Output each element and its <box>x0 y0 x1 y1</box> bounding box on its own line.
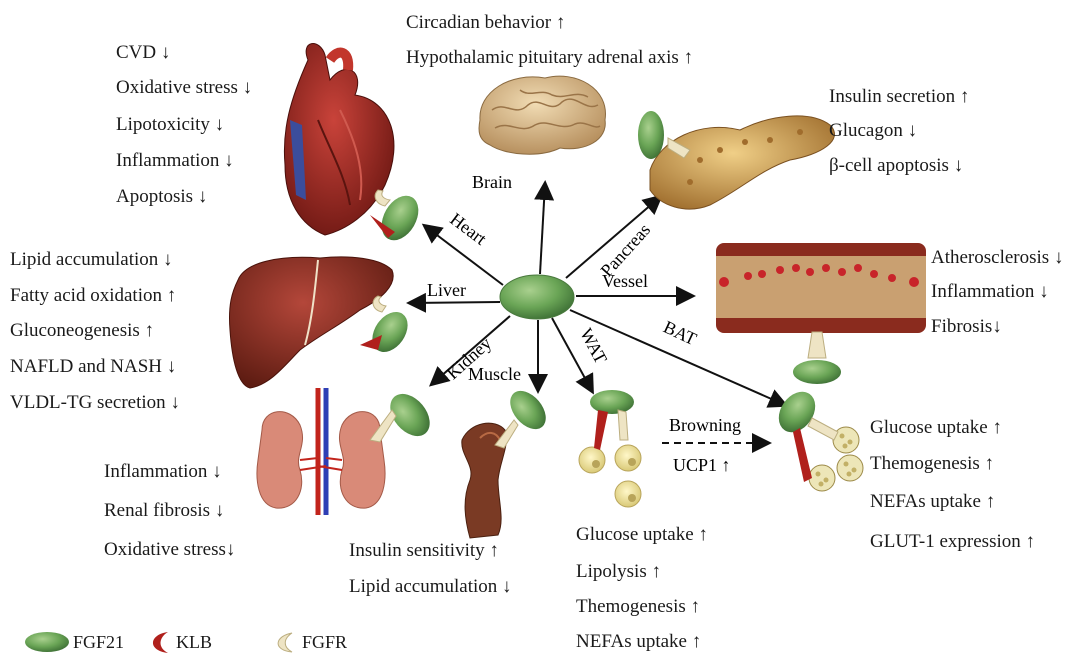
kidney-illustration <box>257 388 385 515</box>
wat-effect-3: Themogenesis ↑ <box>576 596 700 618</box>
arrow-liver <box>410 302 500 303</box>
label-wat: WAT <box>576 325 611 367</box>
label-liver: Liver <box>427 280 466 300</box>
legend-fgf21-icon <box>25 632 69 652</box>
vessel-illustration <box>716 243 926 333</box>
bat-effect-4: GLUT-1 expression ↑ <box>870 531 1035 553</box>
wat-effect-2: Lipolysis ↑ <box>576 561 661 583</box>
brain-effect-1: Circadian behavior ↑ <box>406 12 565 34</box>
legend-klb-label: KLB <box>176 632 212 653</box>
legend-fgfr-icon <box>278 633 292 652</box>
pancreas-illustration <box>650 116 834 209</box>
liver-effect-1: Lipid accumulation ↓ <box>10 249 173 271</box>
pancreas-effect-2: Glucagon ↓ <box>829 120 917 142</box>
label-browning: Browning <box>669 415 741 435</box>
kidney-effect-1: Inflammation ↓ <box>104 461 222 483</box>
heart-effect-4: Inflammation ↓ <box>116 150 234 172</box>
heart-effect-5: Apoptosis ↓ <box>116 186 207 208</box>
bat-effect-3: NEFAs uptake ↑ <box>870 491 995 513</box>
vessel-effect-3: Fibrosis↓ <box>931 316 1002 338</box>
liver-effect-5: VLDL-TG secretion ↓ <box>10 392 180 414</box>
label-heart: Heart <box>446 209 490 249</box>
bat-effect-2: Themogenesis ↑ <box>870 453 994 475</box>
heart-effect-3: Lipotoxicity ↓ <box>116 114 224 136</box>
label-muscle: Muscle <box>468 364 521 384</box>
liver-effect-2: Fatty acid oxidation ↑ <box>10 285 176 307</box>
legend-fgf21-label: FGF21 <box>73 632 124 653</box>
brain-illustration <box>479 76 605 154</box>
kidney-effect-2: Renal fibrosis ↓ <box>104 500 224 522</box>
label-brain: Brain <box>472 172 512 192</box>
liver-illustration <box>229 257 393 388</box>
label-bat: BAT <box>660 317 699 350</box>
heart-effect-1: CVD ↓ <box>116 42 170 64</box>
wat-effect-4: NEFAs uptake ↑ <box>576 631 701 653</box>
muscle-effect-2: Lipid accumulation ↓ <box>349 576 512 598</box>
heart-effect-2: Oxidative stress ↓ <box>116 77 252 99</box>
liver-effect-3: Gluconeogenesis ↑ <box>10 320 154 342</box>
brain-effect-2: Hypothalamic pituitary adrenal axis ↑ <box>406 47 693 69</box>
arrow-brain <box>540 184 545 274</box>
legend-klb-icon <box>153 632 168 653</box>
vessel-effect-2: Inflammation ↓ <box>931 281 1049 303</box>
wat-adipocytes <box>579 445 641 507</box>
heart-illustration <box>284 44 394 235</box>
pancreas-effect-1: Insulin secretion ↑ <box>829 86 969 108</box>
pancreas-effect-3: β-cell apoptosis ↓ <box>829 155 963 177</box>
liver-effect-4: NAFLD and NASH ↓ <box>10 356 176 378</box>
bat-effect-1: Glucose uptake ↑ <box>870 417 1002 439</box>
label-ucp1: UCP1 ↑ <box>673 455 731 475</box>
vessel-effect-1: Atherosclerosis ↓ <box>931 247 1063 269</box>
kidney-effect-3: Oxidative stress↓ <box>104 539 235 561</box>
wat-effect-1: Glucose uptake ↑ <box>576 524 708 546</box>
central-fgf21 <box>500 275 574 319</box>
legend-icons <box>25 632 292 653</box>
legend-fgfr-label: FGFR <box>302 632 347 653</box>
muscle-effect-1: Insulin sensitivity ↑ <box>349 540 499 562</box>
